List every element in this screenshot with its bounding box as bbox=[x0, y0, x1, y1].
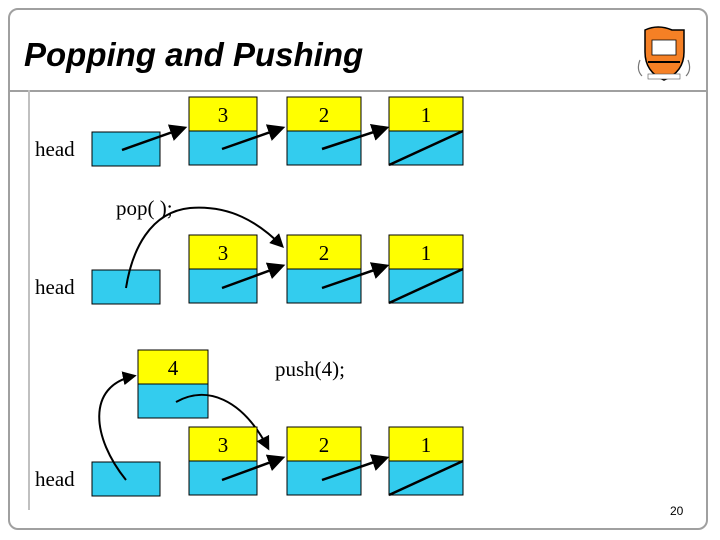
node-next-cell bbox=[188, 268, 258, 304]
node-value: 1 bbox=[421, 103, 432, 127]
node-value-cell bbox=[188, 234, 258, 270]
head-label: head bbox=[35, 275, 75, 299]
next-arrow bbox=[321, 124, 390, 151]
slide-frame bbox=[8, 8, 708, 530]
next-arrow bbox=[221, 454, 286, 482]
pop-code-label: pop( ); bbox=[116, 196, 173, 220]
next-arrow bbox=[221, 262, 286, 290]
page-number: 20 bbox=[670, 504, 684, 518]
node-value: 2 bbox=[319, 241, 330, 265]
node-value: 3 bbox=[218, 241, 229, 265]
slide-title: Popping and Pushing bbox=[24, 36, 364, 73]
node-value: 3 bbox=[218, 433, 229, 457]
new-node-next-arrow bbox=[175, 393, 270, 451]
head-arrow-to-new bbox=[98, 371, 137, 481]
node-next-cell bbox=[188, 460, 258, 496]
next-arrow bbox=[321, 262, 390, 290]
head-label: head bbox=[35, 137, 75, 161]
node-value-cell bbox=[286, 426, 362, 462]
push-code-label: push(4); bbox=[275, 357, 345, 381]
null-slash bbox=[388, 129, 464, 167]
node-value-cell bbox=[388, 96, 464, 132]
new-node-value: 4 bbox=[168, 356, 179, 380]
section-3: 4 push(4); head 3 2 1 bbox=[35, 349, 464, 497]
null-slash bbox=[388, 459, 464, 497]
left-rule bbox=[28, 90, 30, 510]
node-value-cell bbox=[188, 96, 258, 132]
new-node-next-cell bbox=[137, 383, 209, 419]
next-arrow bbox=[221, 124, 286, 151]
node-value-cell bbox=[286, 234, 362, 270]
node-value: 3 bbox=[218, 103, 229, 127]
node-value-cell bbox=[388, 426, 464, 462]
section-1: head 3 2 1 bbox=[35, 96, 464, 167]
next-arrow bbox=[321, 454, 390, 482]
head-label: head bbox=[35, 467, 75, 491]
princeton-shield-icon bbox=[637, 26, 691, 81]
node-value-cell bbox=[388, 234, 464, 270]
head-arrow bbox=[121, 124, 188, 152]
node-value: 2 bbox=[319, 103, 330, 127]
title-bar bbox=[10, 10, 706, 92]
node-value: 1 bbox=[421, 241, 432, 265]
section-2: pop( ); head 3 2 1 bbox=[35, 196, 464, 305]
null-slash bbox=[388, 267, 464, 305]
node-value: 2 bbox=[319, 433, 330, 457]
head-arrow-bypass bbox=[125, 206, 284, 289]
new-node-value-cell bbox=[137, 349, 209, 385]
node-value: 1 bbox=[421, 433, 432, 457]
node-value-cell bbox=[286, 96, 362, 132]
